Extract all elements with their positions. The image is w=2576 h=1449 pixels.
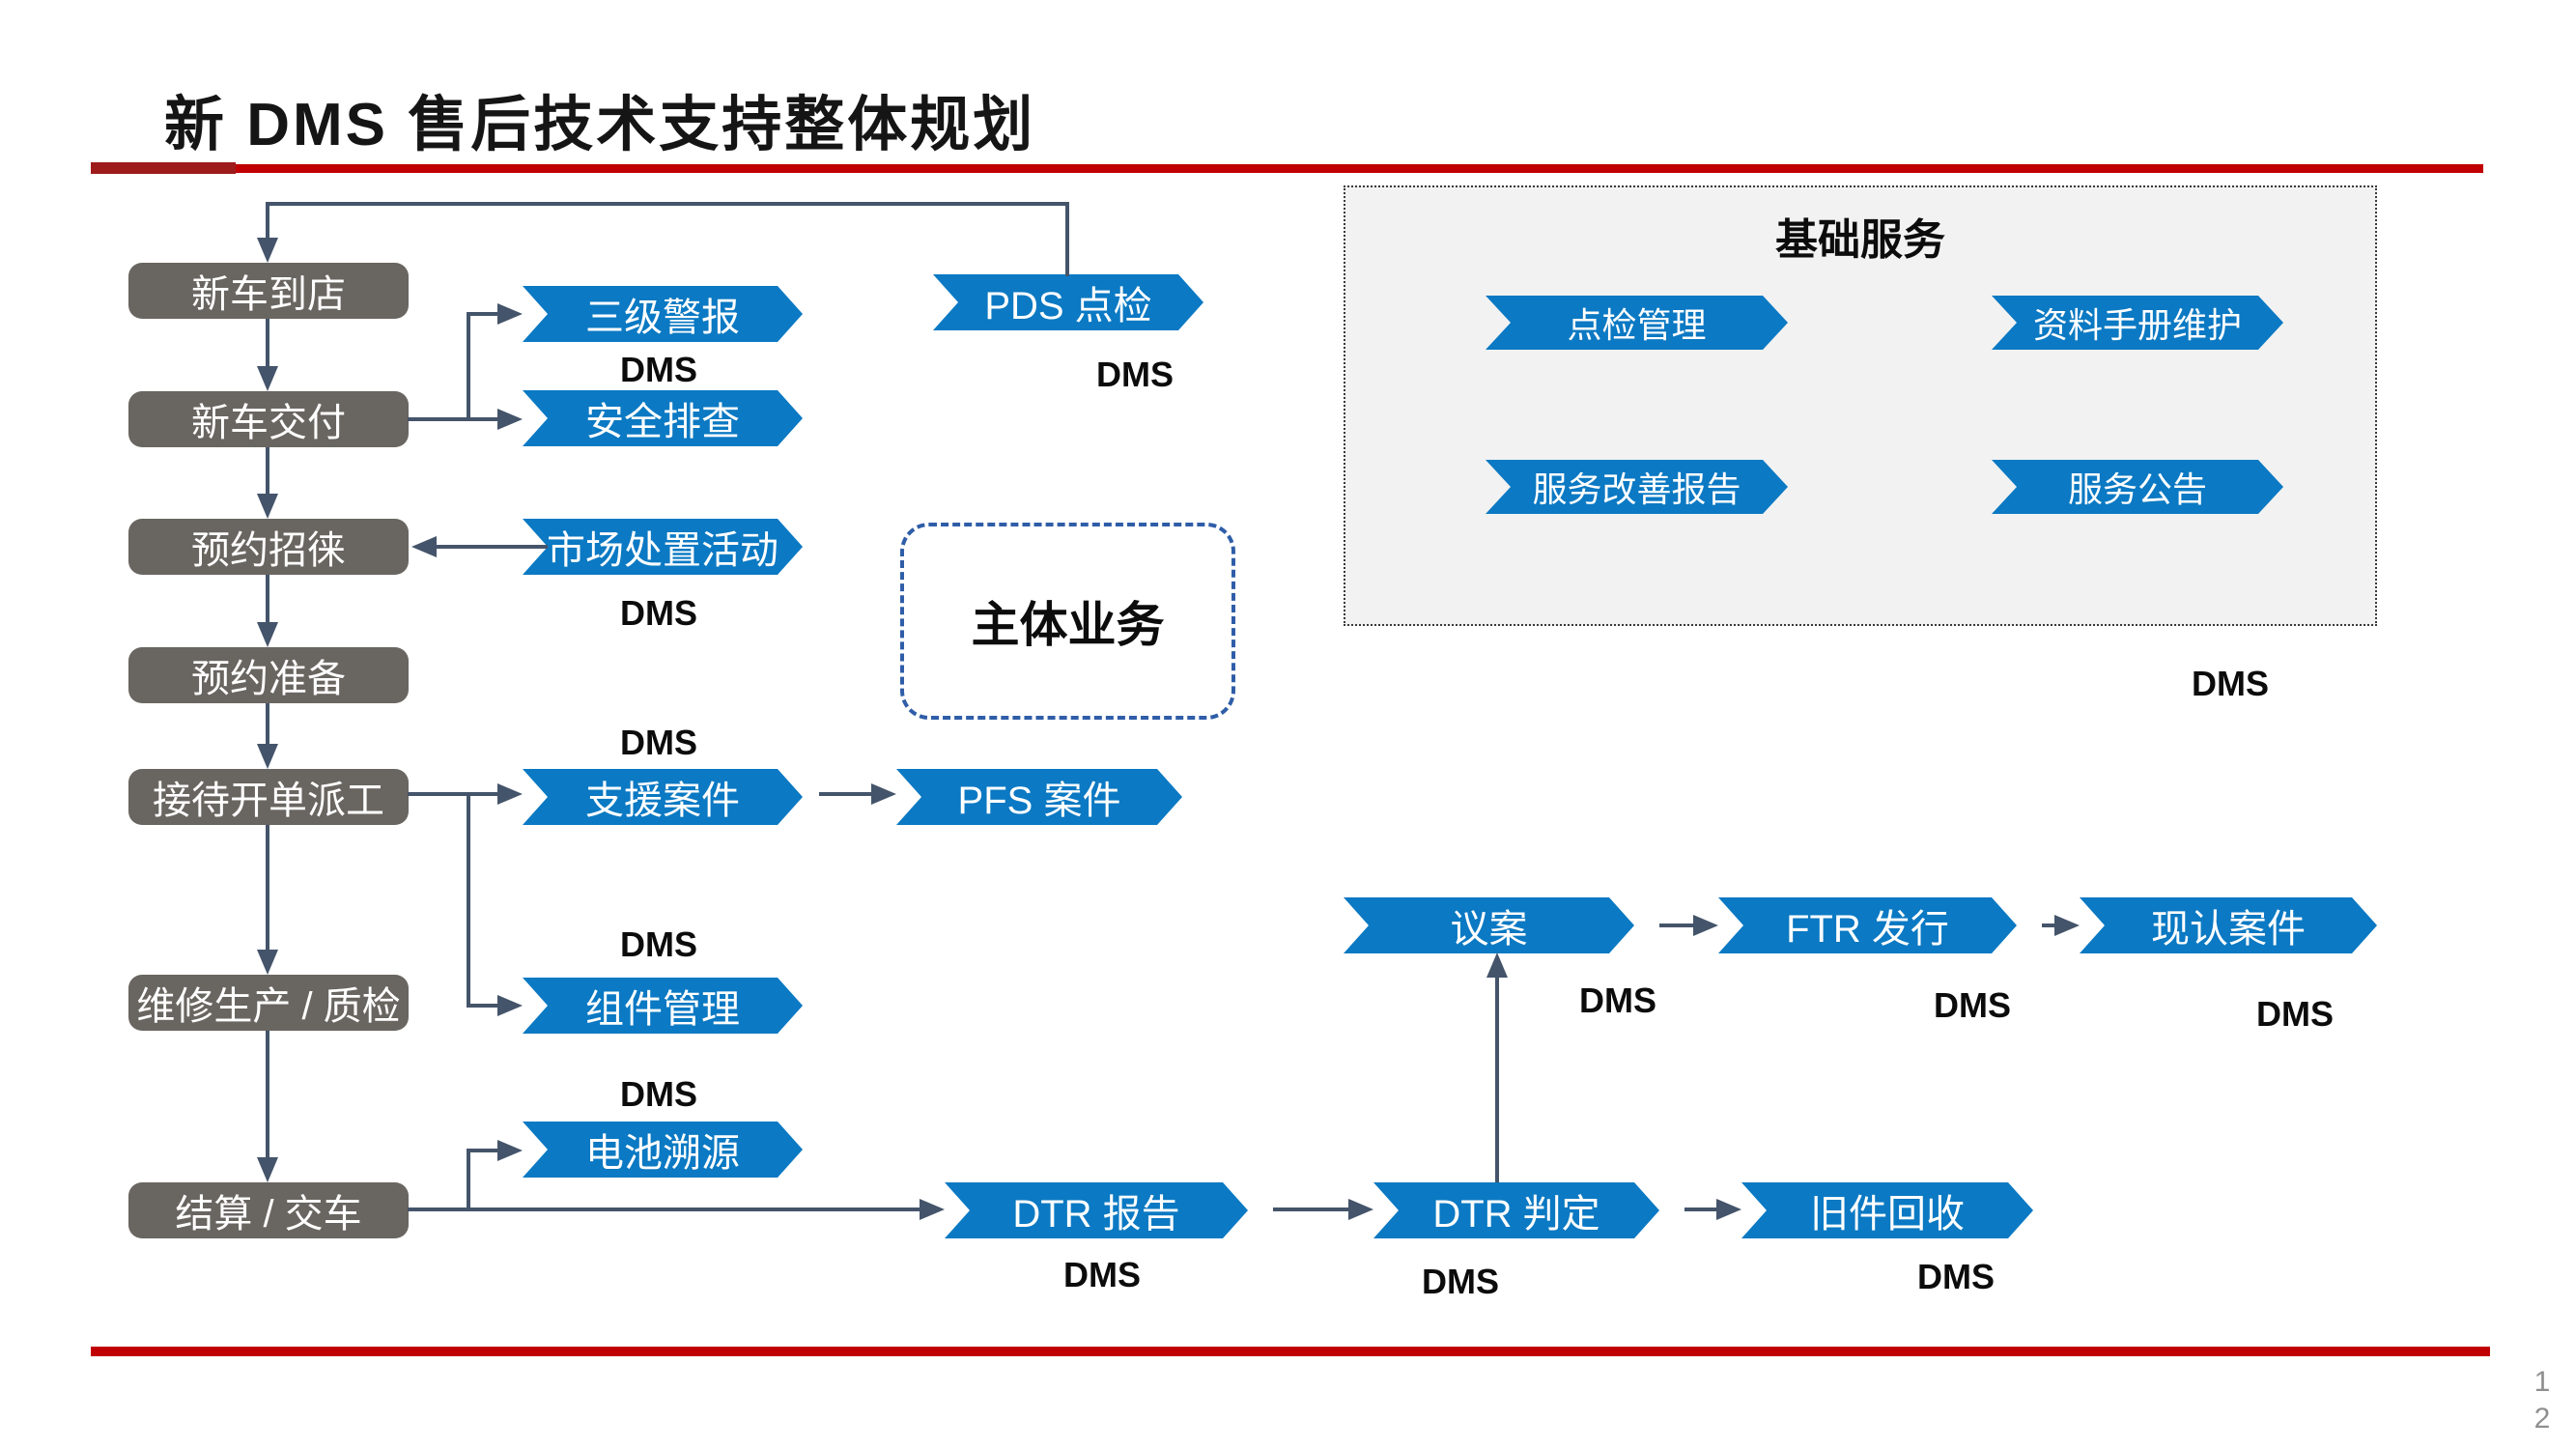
- dms-label-confirmed: DMS: [2256, 994, 2334, 1034]
- connector-support-to-pfs: [819, 792, 871, 796]
- page-number-line1: 1: [2534, 1366, 2551, 1398]
- arrowhead-into-dtr-judge: [1348, 1199, 1373, 1220]
- connector-pds-loop-left: [266, 202, 269, 238]
- connector-dtr-report-judge: [1273, 1208, 1348, 1211]
- connector-stage-4-5: [266, 703, 269, 744]
- banner-inspection-mgmt: 点检管理: [1486, 296, 1788, 350]
- dms-label-base-services: DMS: [2192, 664, 2269, 703]
- arrowhead-stage-2: [257, 366, 278, 391]
- connector-to-battery: [467, 1149, 497, 1152]
- connector-delivery-branch: [467, 312, 470, 421]
- dms-label-component: DMS: [620, 924, 697, 964]
- dms-label-market: DMS: [620, 593, 697, 633]
- banner-pfs-case: PFS 案件: [896, 769, 1182, 825]
- arrowhead-into-solicit: [411, 536, 437, 557]
- arrowhead-stage-3: [257, 494, 278, 519]
- connector-stage-2-3: [266, 447, 269, 494]
- arrowhead-into-dtr-report: [920, 1199, 945, 1220]
- connector-proposal-ftr: [1659, 923, 1693, 927]
- connector-dispatch-branch-down: [467, 792, 470, 1008]
- arrowhead-into-battery: [497, 1140, 523, 1161]
- arrowhead-stage-4: [257, 622, 278, 647]
- connector-pds-loop-right: [1065, 202, 1069, 276]
- connector-delivery-out: [408, 417, 497, 421]
- banner-battery-trace: 电池溯源: [523, 1122, 803, 1178]
- connector-ftr-confirmed: [2042, 923, 2054, 927]
- base-services-title: 基础服务: [1775, 216, 1945, 264]
- top-divider-line: [91, 164, 2483, 173]
- arrowhead-into-recycle: [1716, 1199, 1741, 1220]
- banner-manual-maintain: 资料手册维护: [1992, 296, 2283, 350]
- arrowhead-into-safety-check: [497, 409, 523, 430]
- connector-stage-5-6: [266, 825, 269, 950]
- stage-new-car-delivery: 新车交付: [128, 391, 409, 447]
- arrowhead-into-proposal: [1486, 952, 1508, 978]
- arrowhead-into-ftr: [1693, 915, 1718, 936]
- dms-label-support-case: DMS: [620, 723, 697, 762]
- arrowhead-into-alarm: [497, 303, 523, 325]
- connector-market-to-solicit: [437, 545, 548, 549]
- banner-service-improve-report: 服务改善报告: [1486, 460, 1788, 514]
- banner-support-case: 支援案件: [523, 769, 803, 825]
- connector-stage-1-2: [266, 319, 269, 366]
- banner-proposal: 议案: [1344, 897, 1634, 953]
- banner-three-level-alarm: 三级警报: [523, 286, 803, 342]
- connector-stage-6-7: [266, 1031, 269, 1157]
- dms-label-pds: DMS: [1096, 355, 1174, 394]
- dms-label-ftr: DMS: [1934, 985, 2011, 1025]
- base-services-panel: 基础服务 点检管理 资料手册维护 服务改善报告 服务公告: [1344, 185, 2377, 626]
- stage-repair-qc: 维修生产 / 质检: [128, 975, 409, 1031]
- stage-new-car-arrival: 新车到店: [128, 263, 409, 319]
- banner-ftr-issue: FTR 发行: [1718, 897, 2017, 953]
- banner-component-mgmt: 组件管理: [523, 978, 803, 1034]
- page-title: 新 DMS 售后技术支持整体规划: [164, 92, 1036, 158]
- arrowhead-into-new-car-arrival: [257, 238, 278, 263]
- arrowhead-into-support-case: [497, 783, 523, 805]
- dms-label-dtr-report: DMS: [1063, 1255, 1141, 1294]
- banner-old-parts-recycle: 旧件回收: [1741, 1182, 2033, 1238]
- stage-appointment-solicit: 预约招徕: [128, 519, 409, 575]
- dms-label-proposal: DMS: [1579, 980, 1656, 1020]
- arrowhead-into-pfs: [871, 783, 896, 805]
- dms-label-dtr-judge: DMS: [1422, 1262, 1499, 1301]
- dms-label-battery: DMS: [620, 1074, 697, 1114]
- stage-settle-deliver: 结算 / 交车: [128, 1182, 409, 1238]
- arrowhead-into-component: [497, 995, 523, 1016]
- arrowhead-stage-7: [257, 1157, 278, 1182]
- banner-safety-check: 安全排查: [523, 390, 803, 446]
- arrowhead-stage-6: [257, 950, 278, 975]
- banner-market-action: 市场处置活动: [523, 519, 803, 575]
- connector-judge-to-proposal: [1495, 978, 1499, 1182]
- main-business-box: 主体业务: [900, 523, 1235, 720]
- banner-confirmed-case: 现认案件: [2080, 897, 2377, 953]
- connector-to-component: [467, 1004, 497, 1008]
- page-number-line2: 2: [2534, 1403, 2551, 1435]
- dms-label-three-level-alarm: DMS: [620, 350, 697, 389]
- dms-label-old-parts: DMS: [1917, 1257, 1995, 1296]
- connector-stage-3-4: [266, 575, 269, 622]
- banner-pds-inspection: PDS 点检: [933, 274, 1203, 330]
- stage-appointment-prepare: 预约准备: [128, 647, 409, 703]
- arrowhead-stage-5: [257, 744, 278, 769]
- banner-dtr-report: DTR 报告: [945, 1182, 1248, 1238]
- bottom-divider-line: [91, 1347, 2490, 1356]
- connector-to-alarm: [467, 312, 497, 316]
- connector-judge-recycle: [1684, 1208, 1716, 1211]
- banner-dtr-judge: DTR 判定: [1373, 1182, 1659, 1238]
- banner-service-notice: 服务公告: [1992, 460, 2283, 514]
- top-divider-accent: [91, 162, 236, 174]
- connector-pds-loop-top: [266, 202, 1069, 206]
- page-number: 1 2: [2523, 1364, 2562, 1437]
- connector-settle-to-dtr: [408, 1208, 920, 1211]
- connector-dispatch-out: [408, 792, 497, 796]
- arrowhead-into-confirmed: [2054, 915, 2080, 936]
- stage-reception-dispatch: 接待开单派工: [128, 769, 409, 825]
- connector-settle-branch-up: [467, 1149, 470, 1211]
